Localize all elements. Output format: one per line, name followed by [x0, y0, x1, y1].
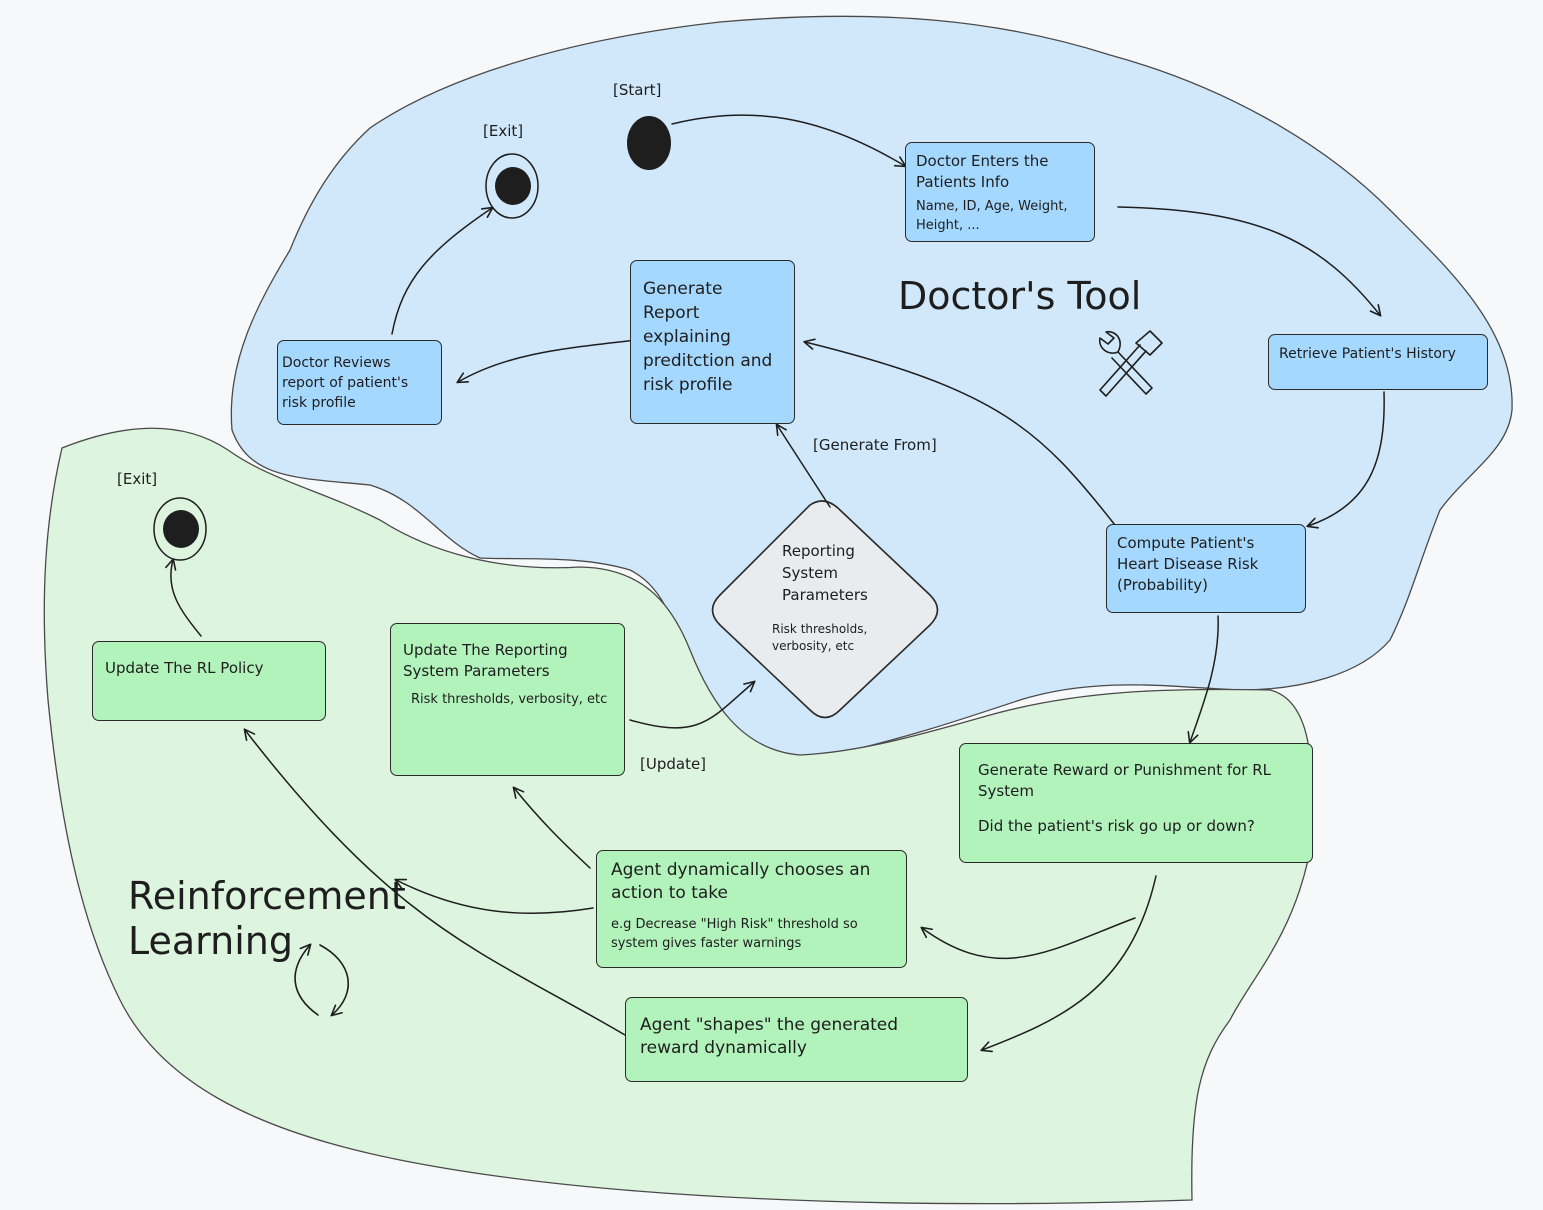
exit-node-left-ring — [153, 497, 207, 561]
update-params-sub: Risk thresholds, verbosity, etc — [411, 692, 608, 707]
arrow-reward-to-shape — [980, 875, 1157, 1053]
compute-risk-node: Compute Patient's Heart Disease Risk (Pr… — [1106, 524, 1306, 613]
arrow-enter-info-to-retrieve — [1117, 206, 1382, 317]
agent-action-node: Agent dynamically chooses an action to t… — [596, 850, 907, 968]
rl-title-line2: Learning — [128, 919, 293, 963]
params-diamond-shape — [711, 500, 939, 719]
generate-report-node: Generate Report explaining preditction a… — [630, 260, 795, 424]
arrow-start-to-enter-info — [671, 114, 907, 168]
doctor-tool-title: Doctor's Tool — [898, 274, 1142, 318]
enter-info-sub: Name, ID, Age, Weight, Height, ... — [916, 199, 1068, 233]
shape-reward-node: Agent "shapes" the generated reward dyna… — [625, 997, 968, 1082]
reward-title: Generate Reward or Punishment for RL Sys… — [978, 761, 1272, 800]
update-label: [Update] — [640, 755, 707, 773]
arrow-update-params-to-diamond — [629, 680, 756, 729]
generate-report-title: Generate Report explaining preditction a… — [643, 279, 773, 395]
arrow-report-to-reviews — [456, 339, 637, 384]
reward-sub: Did the patient's risk go up or down? — [978, 817, 1255, 835]
retrieve-history-node: Retrieve Patient's History — [1268, 334, 1488, 390]
update-policy-node: Update The RL Policy — [92, 641, 326, 721]
rl-title-line1: Reinforcement — [128, 874, 406, 918]
arrow-reviews-to-exit — [391, 206, 494, 335]
exit-top-label: [Exit] — [483, 122, 524, 140]
update-params-node: Update The Reporting System Parameters R… — [390, 623, 625, 776]
retrieve-history-title: Retrieve Patient's History — [1279, 346, 1456, 362]
enter-info-title: Doctor Enters the Patients Info — [916, 152, 1049, 191]
agent-action-title: Agent dynamically chooses an action to t… — [611, 860, 871, 903]
exit-node-top — [495, 167, 531, 205]
arrow-shape-to-update-policy — [243, 728, 626, 1036]
params-diamond-title: Reporting System Parameters — [782, 542, 868, 604]
agent-action-sub: e.g Decrease "High Risk" threshold so sy… — [611, 917, 858, 951]
start-node — [627, 116, 671, 170]
arrow-reward-to-action — [920, 917, 1136, 960]
generate-from-label: [Generate From] — [813, 436, 937, 454]
start-label: [Start] — [613, 81, 662, 99]
arrow-action-to-rl-title — [394, 878, 594, 915]
shape-reward-title: Agent "shapes" the generated reward dyna… — [640, 1015, 899, 1058]
arrow-compute-to-reward — [1187, 615, 1219, 744]
arrow-diamond-to-report — [775, 423, 831, 508]
exit-node-top-ring — [485, 153, 539, 219]
params-diamond-sub: Risk thresholds, verbosity, etc — [772, 622, 868, 653]
exit-left-label: [Exit] — [117, 470, 158, 488]
update-policy-title: Update The RL Policy — [105, 659, 264, 677]
connectors — [165, 114, 1385, 1053]
arrow-action-to-update-params — [512, 786, 591, 869]
doctor-reviews-title: Doctor Reviews report of patient's risk … — [282, 355, 409, 411]
arrow-compute-to-report — [803, 338, 1116, 526]
update-params-title: Update The Reporting System Parameters — [403, 641, 568, 680]
enter-info-node: Doctor Enters the Patients Info Name, ID… — [905, 142, 1095, 242]
arrow-update-policy-to-exit — [165, 558, 202, 637]
reward-node: Generate Reward or Punishment for RL Sys… — [959, 743, 1313, 863]
compute-risk-title: Compute Patient's Heart Disease Risk (Pr… — [1117, 534, 1259, 594]
arrow-retrieve-to-compute — [1306, 391, 1385, 529]
exit-node-left — [163, 510, 199, 548]
cycle-arrows-icon — [294, 943, 349, 1017]
hammer-wrench-icon — [1098, 330, 1163, 397]
doctor-reviews-node: Doctor Reviews report of patient's risk … — [277, 340, 442, 425]
